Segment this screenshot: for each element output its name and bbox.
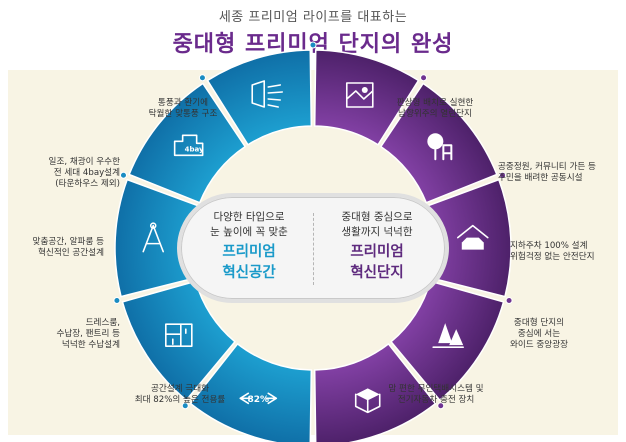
ring-dot: [198, 74, 206, 82]
page-subtitle: 세종 프리미엄 라이프를 대표하는: [218, 10, 408, 25]
left-feature-2-line3: (타운하우스 제외): [55, 179, 120, 189]
ring-dot: [499, 171, 507, 179]
ring-segment-left-2: [128, 82, 247, 204]
left-feature-2-line1: 일조, 채광이 우수한: [48, 157, 120, 167]
left-feature-3-line2: 혁신적인 공간설계: [38, 248, 104, 258]
right-feature-4: 중대형 단지의 중심에 서는 와이드 중앙광장: [494, 318, 584, 351]
center-right-desc-2: 생활까지 넉넉한: [341, 226, 413, 238]
right-feature-4-line1: 중대형 단지의: [513, 318, 565, 328]
right-feature-5: 맘 편한 무인택배시스템 및 전기자동차 충전 장치: [368, 384, 504, 406]
compass-icon: [142, 222, 165, 253]
ring-dot: [309, 41, 317, 49]
ring-dot: [113, 297, 121, 305]
center-left-desc-1: 다양한 타입으로: [213, 211, 285, 223]
garden-icon: [427, 133, 453, 161]
center-left-block: 다양한 타입으로 눈 높이에 꼭 맞춘 프리미엄 혁신공간: [190, 210, 308, 282]
center-left-title-2: 혁신공간: [222, 265, 276, 281]
parcel-icon: [354, 388, 381, 414]
left-feature-1-line1: 통풍과 환기에: [157, 98, 209, 108]
svg-text:4bay: 4bay: [185, 145, 204, 153]
right-feature-5-line2: 전기자동차 충전 장치: [397, 395, 475, 405]
area-ratio-icon: 82%: [239, 392, 278, 405]
4bay-icon: 4bay: [173, 134, 204, 157]
svg-text:82%: 82%: [248, 395, 270, 405]
left-feature-5-line2: 최대 82%의 높은 전용률: [134, 395, 226, 405]
left-feature-3-line1: 맞춤공간, 알파룸 등: [32, 237, 104, 247]
left-feature-2: 일조, 채광이 우수한 전 세대 4bay설계 (타운하우스 제외): [20, 157, 120, 190]
center-right-desc-1: 중대형 중심으로: [341, 211, 413, 223]
right-feature-5-line1: 맘 편한 무인택배시스템 및: [388, 384, 484, 394]
right-feature-2-line2: 주민을 배려한 공동시설: [498, 173, 583, 183]
ring-segment-left-4: [121, 280, 236, 402]
left-feature-4-line3: 넉넉한 수납설계: [61, 340, 120, 350]
center-divider: [313, 213, 314, 285]
right-feature-3: 지하주차 100% 설계 위험걱정 없는 안전단지: [510, 241, 622, 263]
storage-icon: [165, 323, 193, 347]
right-feature-1-line2: 남향위주의 열린단지: [398, 109, 472, 119]
left-feature-2-line2: 전 세대 4bay설계: [53, 168, 120, 178]
center-right-block: 중대형 중심으로 생활까지 넉넉한 프리미엄 혁신단지: [318, 210, 436, 282]
ring-dot: [437, 402, 445, 410]
left-feature-5-line1: 공간설계 극대화: [150, 384, 210, 394]
trees-icon: [432, 323, 464, 348]
ring-dot: [420, 74, 428, 82]
left-feature-5: 공간설계 극대화 최대 82%의 높은 전용률: [118, 384, 242, 406]
left-feature-4-line2: 수납장, 팬트리 등: [56, 329, 120, 339]
left-feature-1: 통풍과 환기에 탁월한 맞통풍 구조: [128, 98, 238, 120]
center-left-desc-2: 눈 높이에 꼭 맞춘: [210, 226, 288, 238]
car-icon: [456, 224, 489, 250]
left-feature-1-line2: 탁월한 맞통풍 구조: [148, 109, 218, 119]
sun-window-icon: [345, 82, 374, 108]
left-feature-3: 맞춤공간, 알파룸 등 혁신적인 공간설계: [12, 237, 104, 259]
ventilation-icon: [251, 80, 284, 108]
right-feature-2: 공중정원, 커뮤니티 가든 등 주민을 배려한 공동시설: [498, 162, 620, 184]
right-feature-1: 판상형 배치로 실현한 남향위주의 열린단지: [375, 98, 495, 120]
left-feature-4-line1: 드레스룸,: [85, 318, 120, 328]
right-feature-3-line2: 위험걱정 없는 안전단지: [510, 252, 595, 262]
right-feature-1-line1: 판상형 배치로 실현한: [396, 98, 474, 108]
left-feature-4: 드레스룸, 수납장, 팬트리 등 넉넉한 수납설계: [20, 318, 120, 351]
right-feature-2-line1: 공중정원, 커뮤니티 가든 등: [498, 162, 596, 172]
right-feature-4-line2: 중심에 서는: [517, 329, 561, 339]
center-left-title-1: 프리미엄: [222, 244, 276, 260]
ring-dot: [119, 171, 127, 179]
ring-dot: [181, 402, 189, 410]
center-right-title-2: 혁신단지: [350, 265, 404, 281]
center-right-title-1: 프리미엄: [350, 244, 404, 260]
right-feature-3-line1: 지하주차 100% 설계: [510, 241, 588, 251]
ring-segment-left-1: [206, 49, 313, 146]
ring-dot: [505, 297, 513, 305]
right-feature-4-line3: 와이드 중앙광장: [509, 340, 569, 350]
